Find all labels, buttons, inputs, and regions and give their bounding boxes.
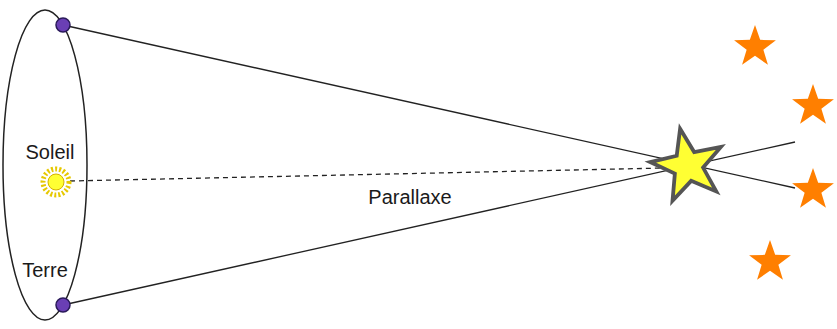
sun-symbol	[43, 169, 69, 195]
earth-label: Terre	[22, 258, 68, 282]
earth-dot	[56, 18, 70, 32]
background-star	[749, 240, 791, 280]
distance-line	[70, 168, 665, 181]
background-star	[734, 25, 776, 65]
near-star	[645, 121, 730, 203]
earth-dot	[56, 298, 70, 312]
orbit-ellipse	[3, 10, 87, 320]
parallax-label: Parallaxe	[366, 185, 453, 209]
background-star	[792, 168, 834, 208]
sun-label: Soleil	[26, 140, 75, 164]
background-star	[792, 84, 834, 124]
